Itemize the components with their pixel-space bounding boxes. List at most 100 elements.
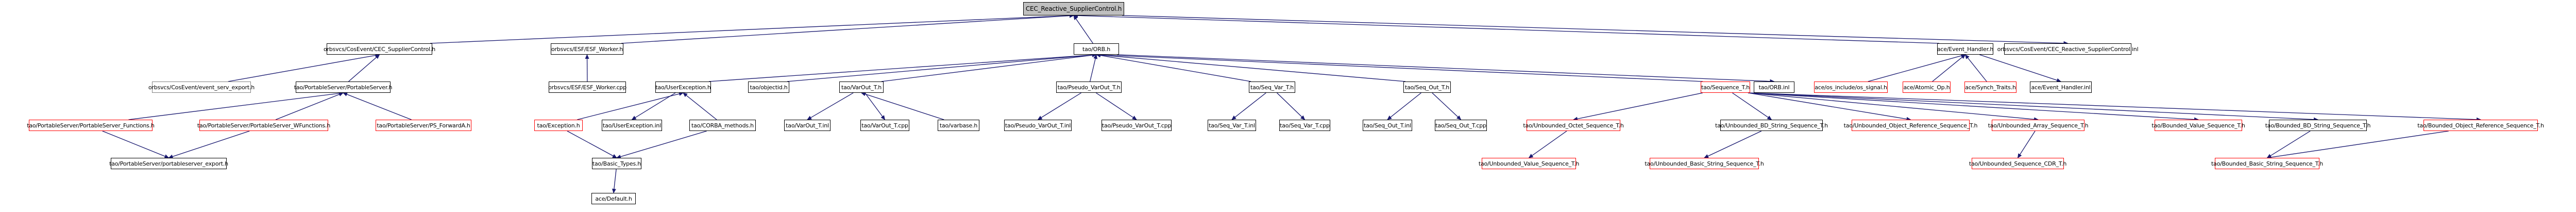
graph-node[interactable]: ace/Default.h [591,193,636,204]
graph-node[interactable]: CEC_Reactive_SupplierControl.h [1023,2,1124,15]
graph-edge [1231,92,1266,120]
graph-node[interactable]: tao/Pseudo_VarOut_T.cpp [1101,120,1172,131]
graph-node[interactable]: tao/VarOut_T.h [839,81,884,93]
graph-node[interactable]: tao/objectid.h [748,81,789,93]
graph-node[interactable]: tao/PortableServer/PortableServer_WFunct… [197,120,330,131]
graph-node[interactable]: tao/Unbounded_Value_Sequence_T.h [1479,158,1579,169]
graph-node[interactable]: orbsvcs/CosEvent/CEC_Reactive_SupplierCo… [1997,43,2139,55]
graph-node[interactable]: tao/UserException.inl [602,120,662,131]
graph-edge [1096,53,1703,82]
graph-edge [1528,131,1567,158]
graph-edge [1573,92,1703,121]
graph-node-label: tao/Sequence_T.h [1701,84,1750,91]
graph-node[interactable]: ace/Event_Handler.h [1937,43,1993,55]
graph-node[interactable]: tao/UserException.h [655,81,711,93]
graph-node-label: tao/Exception.h [537,122,580,129]
graph-node[interactable]: tao/varbase.h [938,120,979,131]
graph-node[interactable]: orbsvcs/ESF/ESF_Worker.cpp [548,81,626,93]
graph-node[interactable]: tao/Seq_Out_T.cpp [1435,120,1487,131]
graph-node[interactable]: tao/Unbounded_BD_String_Sequence_T.h [1715,120,1828,131]
graph-edge [2266,131,2449,159]
graph-edge [1704,131,1762,158]
graph-node[interactable]: tao/Seq_Out_T.inl [1363,120,1412,131]
graph-node-label: tao/CORBA_methods.h [691,122,754,129]
graph-node-label: tao/Unbounded_BD_String_Sequence_T.h [1715,122,1828,129]
graph-edge [1387,92,1421,120]
graph-edge [1748,92,2199,122]
graph-node[interactable]: tao/Seq_Var_T.inl [1208,120,1256,131]
graph-edge [168,131,250,159]
graph-edge [1096,53,1406,82]
graph-node-label: tao/Seq_Var_T.inl [1209,122,1255,129]
graph-node[interactable]: tao/Seq_Var_T.h [1249,81,1295,93]
graph-node[interactable]: ace/Event_Handler.inl [2030,81,2092,93]
graph-edge [275,92,344,120]
graph-node[interactable]: tao/Pseudo_VarOut_T.inl [1004,120,1072,131]
graph-edge [1090,54,1098,82]
graph-node[interactable]: tao/VarOut_T.cpp [860,120,909,131]
graph-edge [1432,92,1462,120]
graph-node-label: tao/PortableServer/PS_ForwardA.h [377,122,470,129]
graph-node[interactable]: tao/Bounded_BD_String_Sequence_T.h [2265,120,2371,131]
graph-node[interactable]: tao/VarOut_T.inl [784,120,831,131]
graph-node[interactable]: ace/Atomic_Op.h [1903,81,1951,93]
graph-node[interactable]: tao/Basic_Types.h [592,158,641,169]
graph-edge [807,92,854,120]
graph-node[interactable]: tao/Seq_Var_T.cpp [1279,120,1330,131]
graph-node[interactable]: tao/Unbounded_Basic_String_Sequence_T.h [1645,158,1764,169]
graph-node[interactable]: tao/Unbounded_Object_Reference_Sequence_… [1844,120,1978,131]
graph-node[interactable]: orbsvcs/CosEvent/CEC_SupplierControl.h [324,43,435,55]
graph-node[interactable]: tao/Bounded_Value_Sequence_T.h [2151,120,2245,131]
graph-node[interactable]: orbsvcs/CosEvent/event_serv_export.h [148,81,255,93]
graph-edge [865,92,886,120]
graph-edge [881,53,1097,82]
graph-node-label: tao/Pseudo_VarOut_T.inl [1005,122,1071,129]
graph-node-label: tao/varbase.h [939,122,978,129]
graph-node[interactable]: tao/Sequence_T.h [1701,81,1750,93]
graph-node-label: tao/PortableServer/PortableServer.h [294,84,393,91]
graph-node-label: tao/Unbounded_Basic_String_Sequence_T.h [1645,160,1764,167]
graph-edge [348,54,380,82]
graph-node-label: tao/Bounded_BD_String_Sequence_T.h [2265,122,2371,129]
graph-edge [612,169,617,193]
graph-node[interactable]: tao/Unbounded_Array_Sequence_T.h [1988,120,2089,131]
graph-node[interactable]: tao/PortableServer/PortableServer_Functi… [27,120,155,131]
graph-edge [616,131,707,159]
graph-node[interactable]: tao/PortableServer/portableserver_export… [109,158,228,169]
graph-node[interactable]: tao/Unbounded_Octet_Sequence_T.h [1523,120,1624,131]
graph-edge [1073,15,1093,44]
edge-paths [102,13,2481,193]
graph-edge [102,131,170,158]
graph-edge [2017,131,2036,158]
graph-node[interactable]: tao/ORB.inl [1754,81,1794,93]
graph-edge [631,92,676,120]
graph-node-label: orbsvcs/ESF/ESF_Worker.cpp [548,84,626,91]
graph-node-label: CEC_Reactive_SupplierControl.h [1025,5,1122,12]
graph-node[interactable]: tao/ORB.h [1074,43,1119,55]
graph-node-label: ace/Event_Handler.inl [2031,84,2091,91]
graph-node[interactable]: tao/PortableServer/PS_ForwardA.h [376,120,471,131]
graph-node[interactable]: tao/Pseudo_VarOut_T.h [1056,81,1122,93]
graph-node-label: tao/Unbounded_Array_Sequence_T.h [1988,122,2089,129]
graph-node[interactable]: ace/os_include/os_signal.h [1814,81,1888,93]
graph-edge [430,13,1074,44]
graph-node-label: tao/Seq_Out_T.h [1404,84,1450,91]
graph-node-label: ace/os_include/os_signal.h [1815,84,1887,91]
graph-node[interactable]: ace/Synch_Traits.h [1964,81,2016,93]
graph-edge [708,53,1097,82]
graph-node[interactable]: orbsvcs/ESF/ESF_Worker.h [551,43,623,55]
graph-node[interactable]: tao/Bounded_Object_Reference_Sequence_T.… [2417,120,2544,131]
graph-edge [1932,54,1966,82]
graph-node[interactable]: tao/Seq_Out_T.h [1403,81,1451,93]
graph-edge [228,53,380,82]
graph-node[interactable]: tao/Bounded_Basic_String_Sequence_T.h [2211,158,2323,169]
graph-edge [1116,54,1775,84]
graph-node[interactable]: tao/Unbounded_Sequence_CDR_T.h [1969,158,2066,169]
graph-edge [621,13,1074,44]
graph-edge [577,92,684,120]
graph-node[interactable]: tao/Exception.h [534,120,583,131]
graph-node[interactable]: tao/PortableServer/PortableServer.h [294,81,393,93]
graph-node[interactable]: tao/CORBA_methods.h [689,120,756,131]
graph-edge [343,92,412,120]
